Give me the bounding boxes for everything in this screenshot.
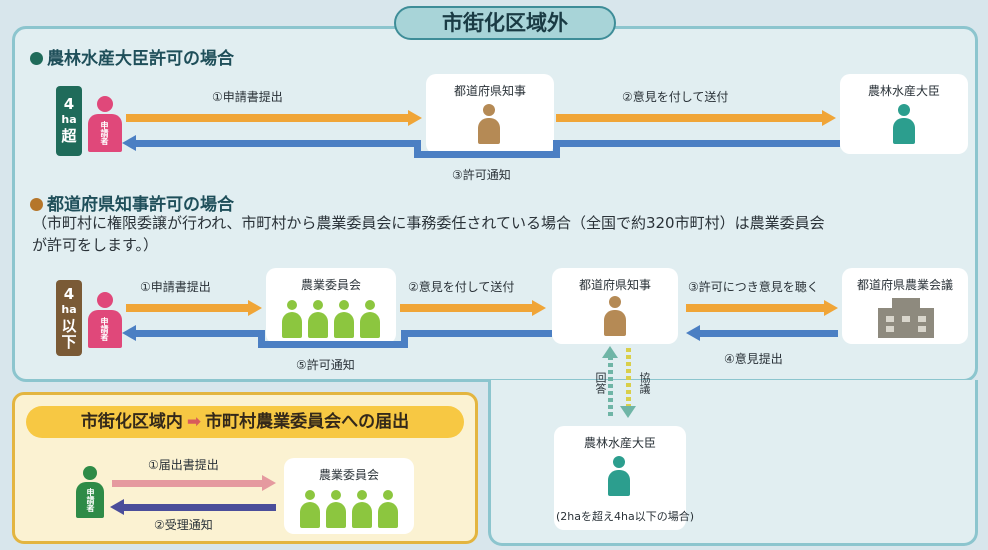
section2-applicant-icon: 申請者 (88, 292, 122, 348)
section3-receipt-arrow (124, 504, 276, 511)
section1-step1-label: ①申請書提出 (212, 90, 283, 104)
section3-applicant-icon: 申請者 (76, 466, 104, 518)
consult-label: 協議 (638, 372, 651, 394)
minister-icon (608, 456, 630, 498)
section2-step3-label: ③許可につき意見を聴く (688, 280, 819, 294)
section2-area-badge: 4 ha 以 下 (56, 280, 82, 356)
section1-area-badge: 4 ha 超 (56, 86, 82, 156)
minister-condition-note: (2haを超え4ha以下の場合) (556, 510, 695, 523)
section2-step5-label: ⑤許可通知 (296, 358, 355, 372)
section1-forward-arrow (556, 114, 824, 122)
section3-notification-submit-arrow (112, 480, 264, 487)
section2-step4-label: ④意見提出 (724, 352, 783, 366)
section1-step3-label: ③許可通知 (452, 168, 511, 182)
section2-consult-council-arrow (686, 304, 826, 312)
inside-urbanization-title: 市街化区域内➡市町村農業委員会への届出 (26, 406, 464, 438)
section2-submit-arrow (126, 304, 250, 312)
arrow-up-icon (602, 346, 618, 358)
section1-heading: 農林水産大臣許可の場合 (30, 44, 234, 69)
section1-permission-notice-arrow (136, 140, 421, 147)
section1-submit-arrow (126, 114, 410, 122)
reply-arrow (608, 356, 613, 416)
section1-step2-label: ②意見を付して送付 (622, 90, 729, 104)
section2-heading: 都道府県知事許可の場合 (30, 190, 234, 215)
committee-group-icon (282, 300, 382, 338)
reply-label: 回答 (594, 372, 607, 394)
consult-arrow (626, 348, 631, 408)
section2-step2-label: ②意見を付して送付 (408, 280, 515, 294)
section1-applicant-icon: 申請者 (88, 96, 122, 152)
section2-forward-arrow (400, 304, 534, 312)
governor-icon (478, 104, 500, 146)
bullet-icon (30, 198, 43, 211)
section2-step1-label: ①申請書提出 (140, 280, 211, 294)
section2-title: 都道府県知事許可の場合 (47, 195, 234, 215)
section2-opinion-submit-arrow (700, 330, 838, 337)
minister-icon (893, 104, 915, 146)
section1-title: 農林水産大臣許可の場合 (47, 49, 234, 69)
section3-step2-label: ②受理通知 (154, 518, 213, 532)
section3-step1-label: ①届出書提出 (148, 458, 219, 472)
bullet-icon (30, 52, 43, 65)
section2-note: （市町村に権限委譲が行われ、市町村から農業委員会に事務委任されている場合（全国で… (32, 214, 825, 254)
governor-icon (604, 296, 626, 338)
outside-urbanization-title: 市街化区域外 (394, 6, 616, 40)
arrow-down-icon (620, 406, 636, 418)
committee-group-icon (300, 490, 400, 528)
building-icon (878, 298, 934, 338)
section2-permission-notice-arrow (136, 330, 265, 337)
right-arrow-icon: ➡ (186, 412, 202, 432)
